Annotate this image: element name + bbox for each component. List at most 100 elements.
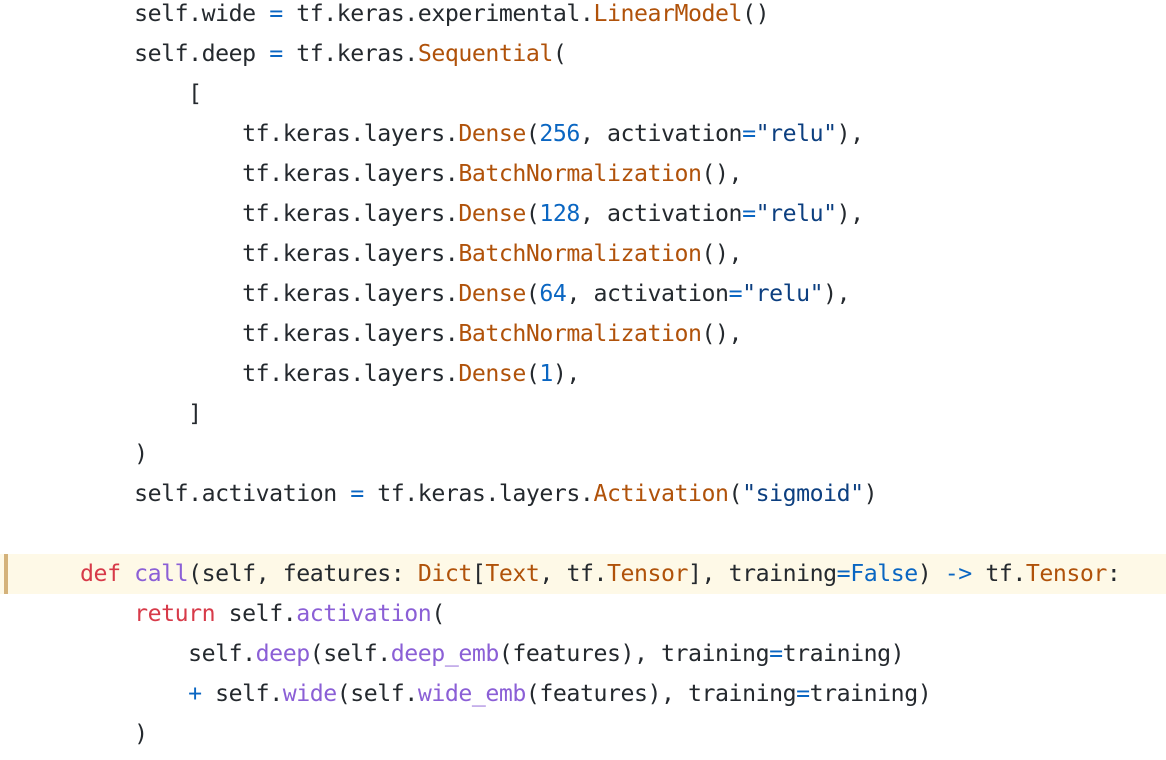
- code-token: (: [525, 200, 540, 227]
- code-token: def: [80, 560, 121, 587]
- code-token: Text: [485, 560, 540, 587]
- code-token: ->: [944, 560, 972, 587]
- code-token: tf.keras.layers.: [26, 280, 459, 307]
- code-line[interactable]: tf.keras.layers.Dense(128, activation="r…: [0, 194, 1166, 234]
- code-token: =: [796, 680, 810, 707]
- code-token: self.: [26, 640, 256, 667]
- code-token: wide: [282, 680, 337, 707]
- code-token: (self, features:: [188, 560, 418, 587]
- code-token: tf.keras.experimental.: [282, 0, 594, 27]
- code-token: [121, 560, 135, 587]
- code-line[interactable]: self.wide = tf.keras.experimental.Linear…: [0, 0, 1166, 34]
- code-token: Dense: [458, 120, 526, 147]
- code-token: tf.keras.layers.: [26, 120, 459, 147]
- code-line[interactable]: ​: [0, 514, 1166, 554]
- code-token: ): [917, 560, 945, 587]
- code-token: activation: [296, 600, 432, 627]
- code-token: (self.: [309, 640, 392, 667]
- code-token: [26, 600, 134, 627]
- code-token: self.deep: [26, 40, 270, 67]
- code-line[interactable]: [: [0, 74, 1166, 114]
- code-token: BatchNormalization: [458, 160, 702, 187]
- code-token: tf.keras.layers.: [363, 480, 594, 507]
- code-line[interactable]: tf.keras.layers.BatchNormalization(),: [0, 314, 1166, 354]
- code-token: (: [431, 600, 445, 627]
- code-line[interactable]: self.deep(self.deep_emb(features), train…: [0, 634, 1166, 674]
- code-line[interactable]: tf.keras.layers.Dense(64, activation="re…: [0, 274, 1166, 314]
- code-token: (features), training: [498, 640, 770, 667]
- code-token: [: [471, 560, 486, 587]
- code-token: self.activation: [26, 480, 351, 507]
- code-line[interactable]: self.deep = tf.keras.Sequential(: [0, 34, 1166, 74]
- code-token: tf.keras.: [282, 40, 418, 67]
- code-token: Tensor: [1025, 560, 1108, 587]
- code-line[interactable]: tf.keras.layers.Dense(256, activation="r…: [0, 114, 1166, 154]
- code-token: "relu": [742, 280, 824, 307]
- code-token: ): [26, 440, 148, 467]
- code-token: :: [1106, 560, 1121, 587]
- code-token: (: [525, 120, 540, 147]
- code-line[interactable]: ]: [0, 394, 1166, 434]
- code-line[interactable]: self.activation = tf.keras.layers.Activa…: [0, 474, 1166, 514]
- code-token: ),: [823, 280, 851, 307]
- code-token: ): [863, 480, 878, 507]
- code-token: LinearModel: [593, 0, 743, 27]
- code-token: (features), training: [525, 680, 797, 707]
- code-token: ], training: [688, 560, 837, 587]
- code-line[interactable]: return self.activation(: [0, 594, 1166, 634]
- code-token: return: [134, 600, 216, 627]
- code-line[interactable]: + self.wide(self.wide_emb(features), tra…: [0, 674, 1166, 714]
- code-token: tf.: [971, 560, 1026, 587]
- code-token: wide_emb: [417, 680, 527, 707]
- code-token: , activation: [579, 200, 743, 227]
- code-token: =: [350, 480, 364, 507]
- code-token: =: [742, 200, 756, 227]
- code-token: self.: [201, 680, 283, 707]
- code-token: (: [525, 360, 540, 387]
- code-token: , tf.: [539, 560, 607, 587]
- code-token: Dense: [458, 280, 526, 307]
- code-token: "sigmoid": [742, 480, 864, 507]
- code-token: ),: [836, 200, 864, 227]
- code-token: call: [134, 560, 189, 587]
- code-token: tf.keras.layers.: [26, 320, 459, 347]
- code-token: 128: [539, 200, 580, 227]
- code-token: False: [850, 560, 918, 587]
- code-token: self.: [215, 600, 297, 627]
- code-token: [: [26, 80, 202, 107]
- code-token: Activation: [593, 480, 729, 507]
- code-token: "relu": [755, 200, 838, 227]
- code-token: Tensor: [606, 560, 689, 587]
- code-token: , activation: [566, 280, 729, 307]
- code-token: [26, 560, 80, 587]
- code-token: (: [525, 280, 540, 307]
- code-token: tf.keras.layers.: [26, 200, 459, 227]
- code-token: 64: [539, 280, 567, 307]
- code-token: [26, 680, 188, 707]
- code-token: training): [782, 640, 905, 667]
- code-token: self.wide: [26, 0, 270, 27]
- code-token: BatchNormalization: [458, 320, 702, 347]
- code-token: =: [769, 640, 783, 667]
- code-line[interactable]: ): [0, 434, 1166, 474]
- code-token: (),: [701, 240, 743, 267]
- code-token: (),: [701, 160, 743, 187]
- code-token: tf.keras.layers.: [26, 360, 459, 387]
- code-token: tf.keras.layers.: [26, 160, 459, 187]
- code-token: deep: [255, 640, 310, 667]
- code-line[interactable]: tf.keras.layers.Dense(1),: [0, 354, 1166, 394]
- code-line[interactable]: ): [0, 714, 1166, 754]
- code-line[interactable]: tf.keras.layers.BatchNormalization(),: [0, 234, 1166, 274]
- code-token: (self.: [336, 680, 419, 707]
- code-token: 1: [539, 360, 553, 387]
- code-token: tf.keras.layers.: [26, 240, 459, 267]
- code-token: (),: [701, 320, 743, 347]
- code-line-highlighted[interactable]: def call(self, features: Dict[Text, tf.T…: [0, 554, 1166, 594]
- code-line[interactable]: tf.keras.layers.BatchNormalization(),: [0, 154, 1166, 194]
- code-token: (): [742, 0, 770, 27]
- code-token: ): [26, 720, 148, 747]
- code-token: (: [552, 40, 567, 67]
- code-token: deep_emb: [390, 640, 500, 667]
